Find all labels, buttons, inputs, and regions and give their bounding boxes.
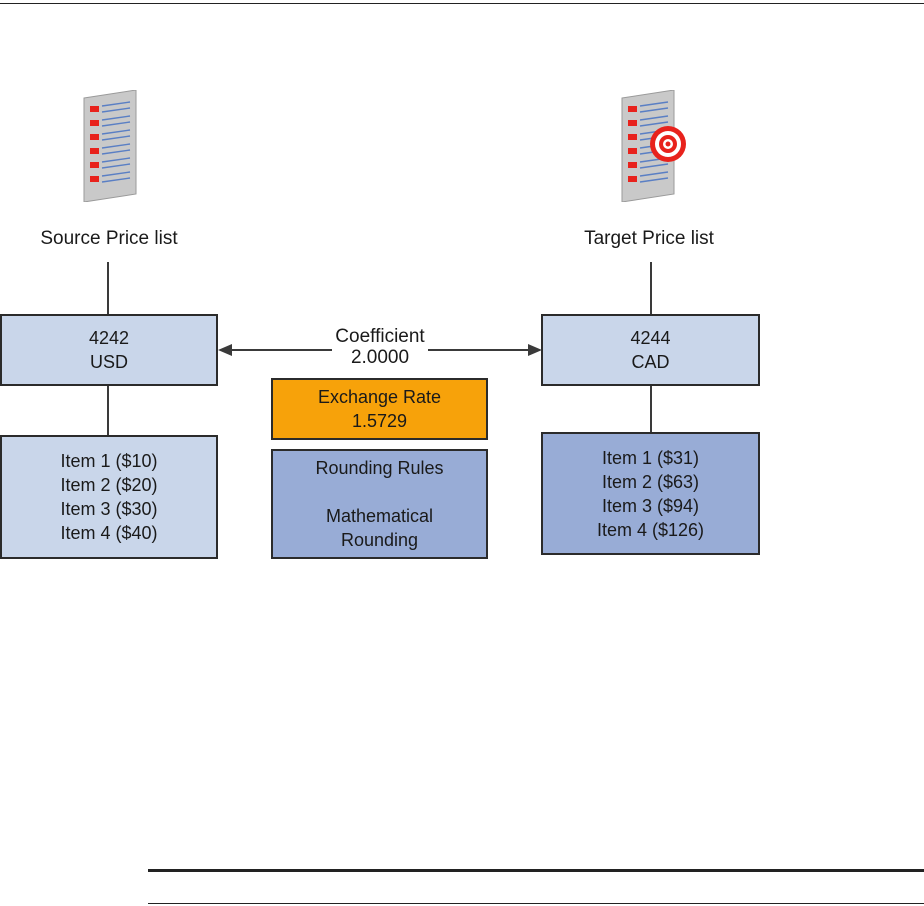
document-list-icon bbox=[83, 90, 137, 202]
exchange-rate-box: Exchange Rate 1.5729 bbox=[271, 378, 488, 440]
source-item: Item 1 ($10) bbox=[60, 451, 158, 471]
bullseye-icon bbox=[650, 126, 686, 162]
source-item: Item 3 ($30) bbox=[60, 499, 158, 519]
coefficient-arrow bbox=[218, 344, 542, 356]
target-price-list-label: Target Price list bbox=[584, 228, 714, 249]
rounding-method-line1: Mathematical bbox=[325, 506, 434, 526]
source-item: Item 2 ($20) bbox=[60, 475, 158, 495]
target-item: Item 1 ($31) bbox=[601, 447, 700, 468]
document-target-icon bbox=[621, 90, 686, 202]
exchange-rate-value: 1.5729 bbox=[351, 411, 408, 431]
source-currency: USD bbox=[89, 352, 128, 372]
target-item: Item 4 ($126) bbox=[596, 519, 705, 540]
target-header-box: 4244 CAD bbox=[541, 314, 760, 386]
source-items-connector bbox=[107, 385, 109, 435]
rounding-method-line2: Rounding bbox=[340, 530, 419, 550]
bottom-rule-thin bbox=[148, 903, 924, 904]
source-price-list-label: Source Price list bbox=[40, 228, 178, 249]
target-items-box: Item 1 ($31) Item 2 ($63) Item 3 ($94) I… bbox=[541, 432, 760, 555]
rounding-rules-box: Rounding Rules Mathematical Rounding bbox=[271, 449, 488, 559]
coefficient-title: Coefficient bbox=[335, 326, 425, 347]
target-label-connector bbox=[650, 262, 652, 314]
exchange-rate-title: Exchange Rate bbox=[317, 387, 442, 407]
bottom-rule-thick bbox=[148, 869, 924, 872]
target-price-list-id: 4244 bbox=[630, 328, 671, 348]
source-label-connector bbox=[107, 262, 109, 314]
target-item: Item 3 ($94) bbox=[601, 495, 700, 516]
target-item: Item 2 ($63) bbox=[601, 471, 700, 492]
source-price-list-id: 4242 bbox=[88, 328, 130, 348]
coefficient-value: 2.0000 bbox=[350, 347, 410, 368]
target-currency: CAD bbox=[631, 352, 670, 372]
top-rule bbox=[0, 3, 924, 4]
source-header-box: 4242 USD bbox=[0, 314, 218, 386]
source-items-box: Item 1 ($10) Item 2 ($20) Item 3 ($30) I… bbox=[0, 435, 218, 559]
target-items-connector bbox=[650, 385, 652, 432]
source-item: Item 4 ($40) bbox=[60, 523, 158, 543]
rounding-rules-title: Rounding Rules bbox=[315, 458, 444, 478]
coefficient-label: Coefficient 2.0000 bbox=[310, 326, 450, 368]
